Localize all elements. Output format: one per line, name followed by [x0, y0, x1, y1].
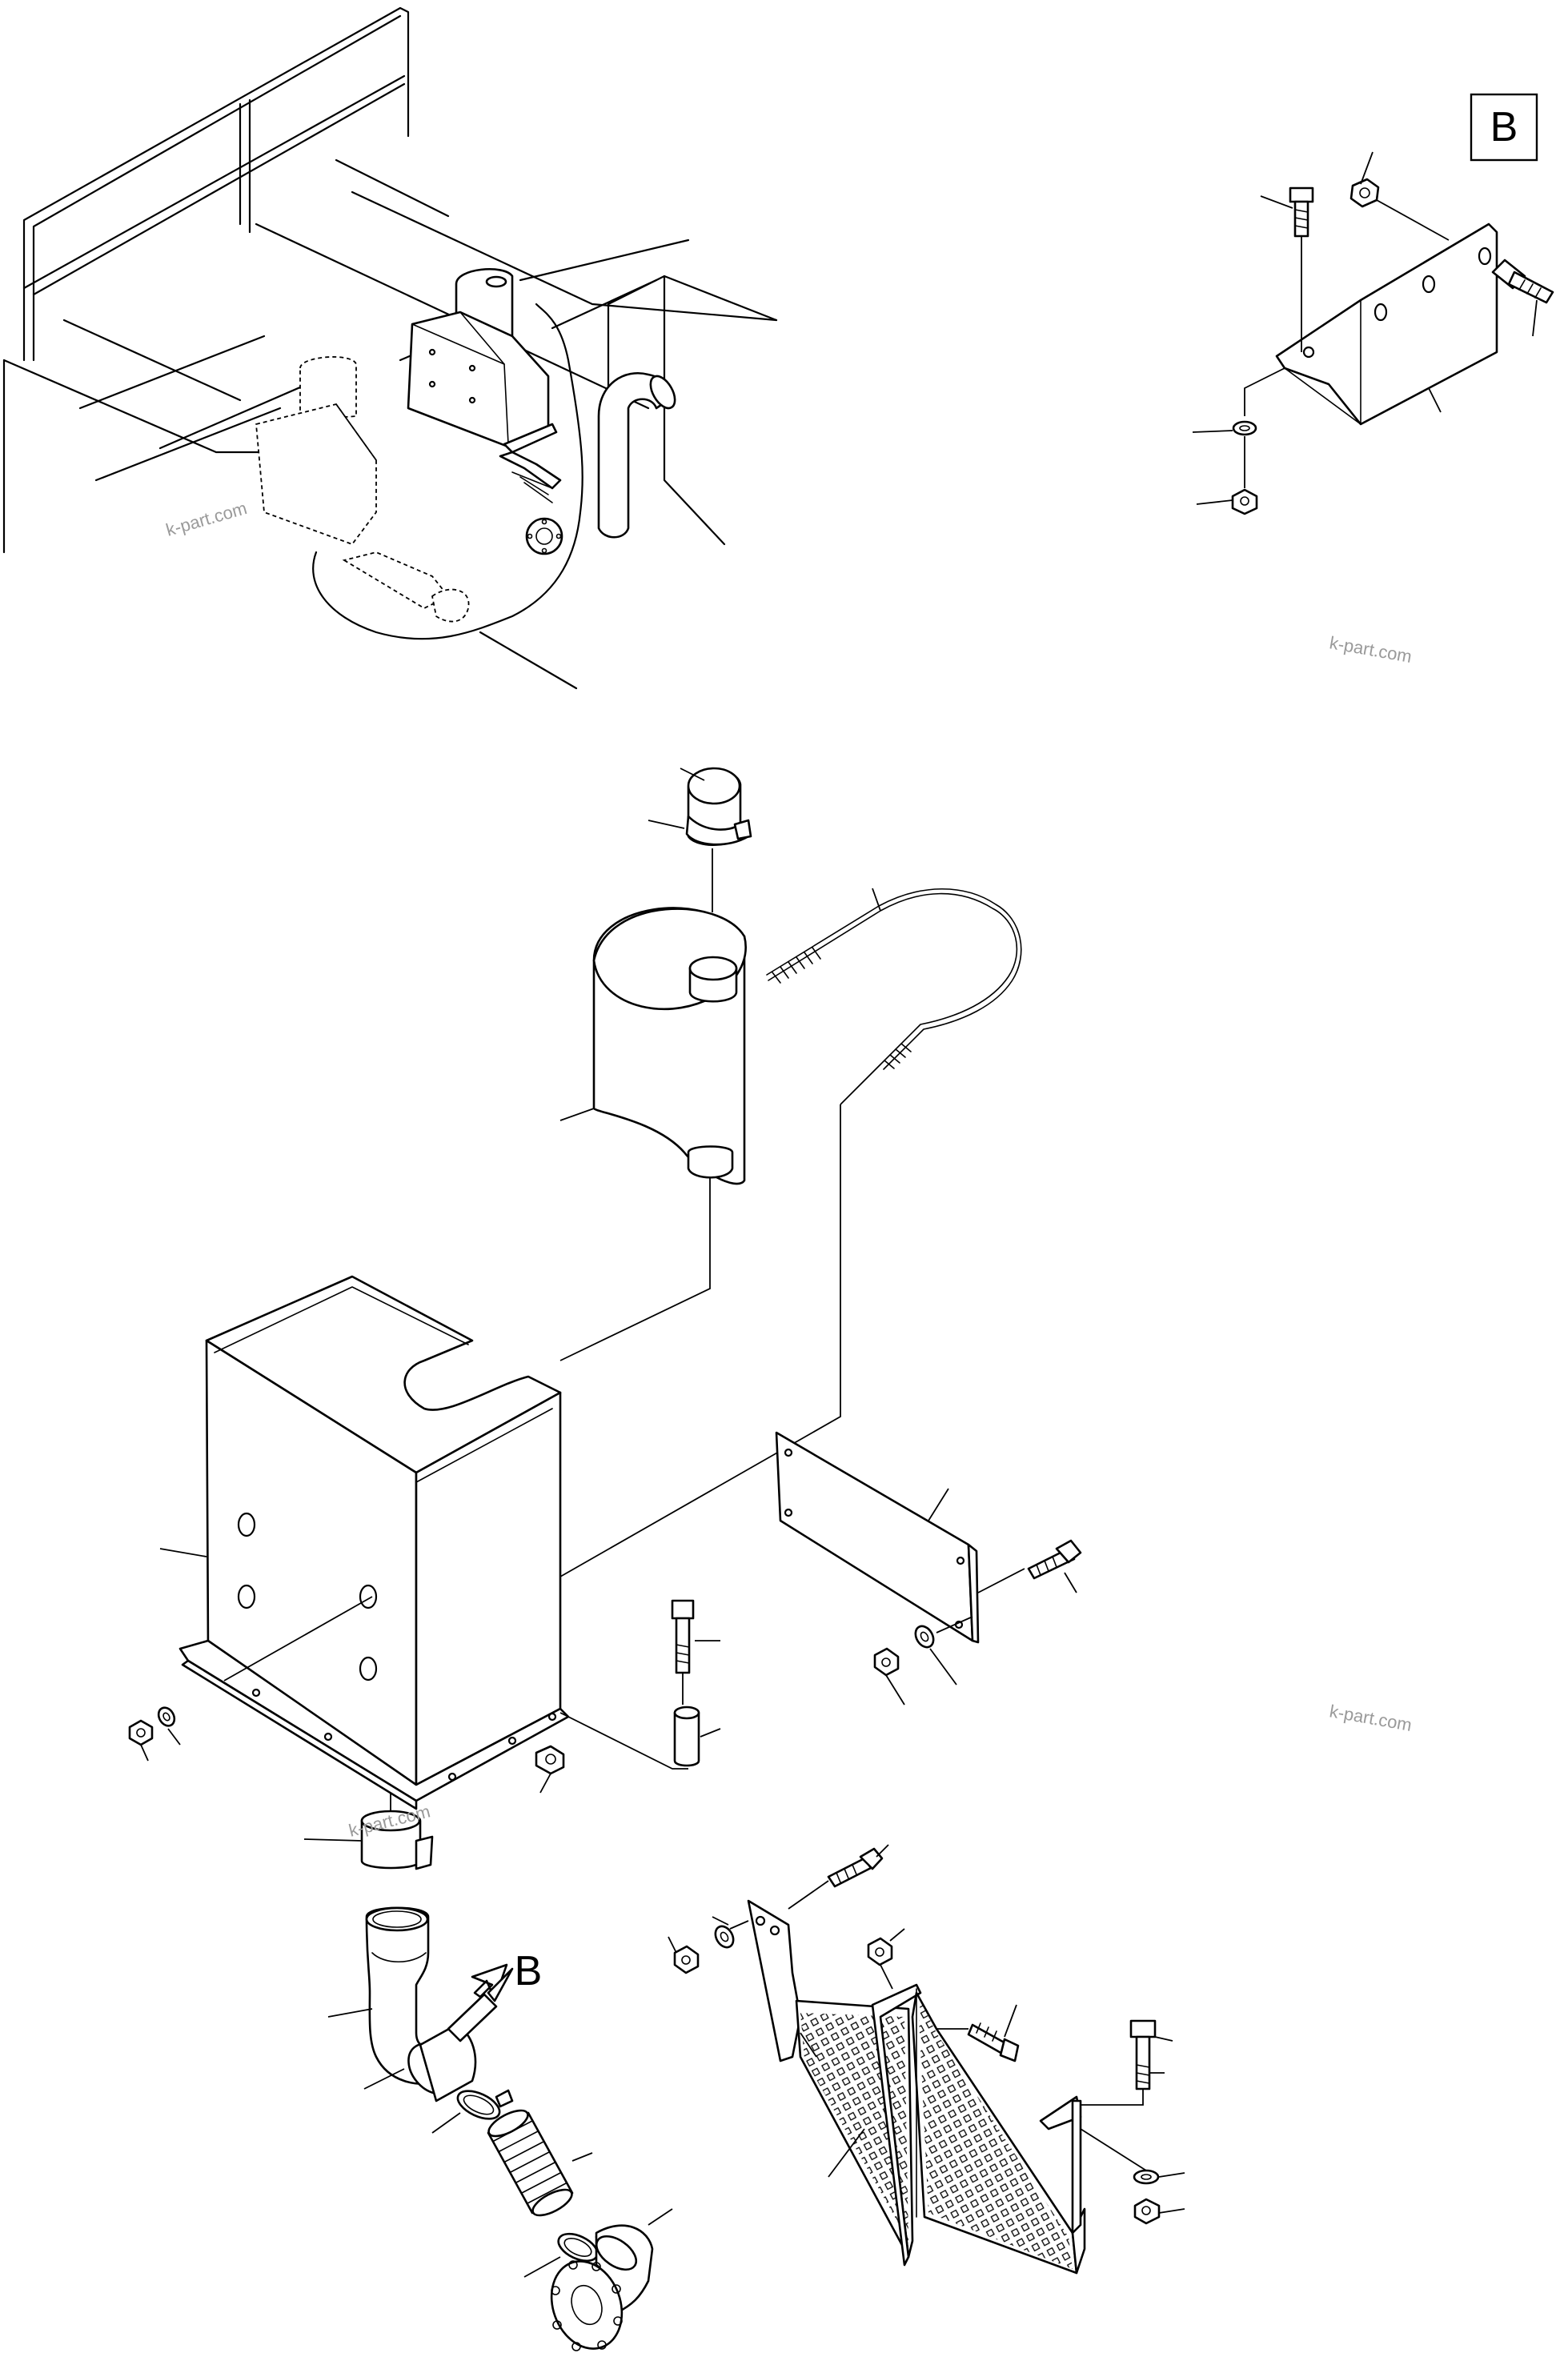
heat-guard-assembly [747, 1899, 1086, 2275]
view-b-label: B [1490, 104, 1518, 150]
ghost-muffler-assembly [255, 356, 470, 623]
flex-hose-assembly [431, 2089, 614, 2278]
muffler-housing-box [159, 1275, 570, 1810]
guard-fasteners [668, 1844, 1185, 2225]
hex-bolt-horizontal [1491, 259, 1554, 304]
washer-and-nut-lower [1231, 367, 1285, 515]
muffler [559, 907, 747, 1361]
view-b-arrow-label: B [515, 1948, 543, 1994]
view-b-arrow: B [447, 1948, 543, 2042]
hex-nut-center [535, 1712, 688, 1794]
cutaway-outline [312, 303, 583, 640]
muffler-housing-small [407, 267, 563, 555]
clamp-band-upper [303, 1793, 434, 1870]
detail-view-b: B [1192, 93, 1554, 515]
view-b-label-box [1470, 93, 1538, 162]
cover-plate [775, 1431, 1025, 1644]
sensor-cable [559, 888, 1022, 1577]
exhaust-elbow-pipe [327, 1906, 477, 2102]
rain-cap [648, 767, 752, 912]
flanged-elbow [550, 2208, 673, 2351]
hex-bolt-vertical [1289, 186, 1314, 352]
plate-fasteners [873, 1539, 1082, 1706]
watermark: k-part.com [1328, 1701, 1414, 1735]
deck-platform [2, 158, 778, 690]
bolt-and-spacer [671, 1599, 721, 1767]
nut-and-washer-left [128, 1706, 181, 1762]
handrail [22, 6, 410, 362]
mounting-bracket [1275, 222, 1498, 426]
machine-deck-overview [2, 6, 778, 690]
watermark: k-part.com [163, 498, 249, 540]
hex-nut-top [1349, 178, 1450, 241]
watermark: k-part.com [1328, 632, 1414, 667]
